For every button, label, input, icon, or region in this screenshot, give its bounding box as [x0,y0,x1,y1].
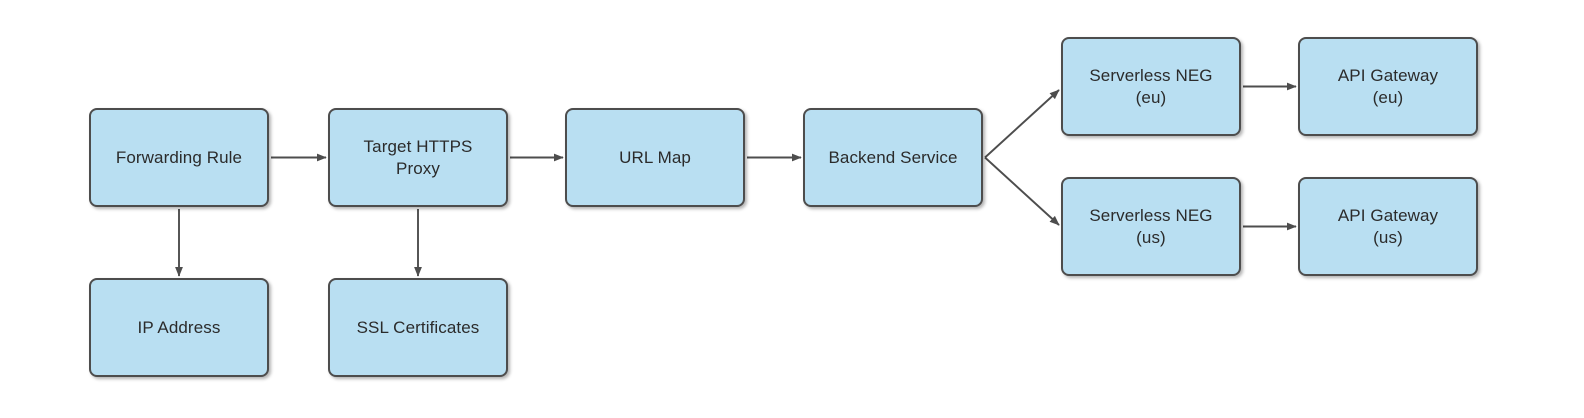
node-label-api-gateway-eu: API Gateway (eu) [1337,65,1439,107]
edge-backend-service-to-serverless-neg-us [984,156,1060,226]
node-target-https-proxy[interactable]: Target HTTPS Proxy [328,108,508,207]
node-label-forwarding-rule: Forwarding Rule [115,147,243,167]
node-label-ssl-certificates: SSL Certificates [356,317,480,337]
node-backend-service[interactable]: Backend Service [803,108,983,207]
edge-backend-service-to-serverless-neg-eu [984,89,1060,159]
node-label-api-gateway-us: API Gateway (us) [1337,205,1439,247]
node-label-serverless-neg-eu: Serverless NEG (eu) [1089,65,1213,107]
node-label-backend-service: Backend Service [828,147,958,167]
node-label-ip-address: IP Address [137,317,221,337]
node-serverless-neg-eu[interactable]: Serverless NEG (eu) [1061,37,1241,136]
node-forwarding-rule[interactable]: Forwarding Rule [89,108,269,207]
node-ip-address[interactable]: IP Address [89,278,269,377]
node-label-url-map: URL Map [619,147,691,167]
node-api-gateway-us[interactable]: API Gateway (us) [1298,177,1478,276]
node-url-map[interactable]: URL Map [565,108,745,207]
node-label-target-https-proxy: Target HTTPS Proxy [363,136,473,178]
node-serverless-neg-us[interactable]: Serverless NEG (us) [1061,177,1241,276]
node-ssl-certificates[interactable]: SSL Certificates [328,278,508,377]
node-label-serverless-neg-us: Serverless NEG (us) [1089,205,1213,247]
node-api-gateway-eu[interactable]: API Gateway (eu) [1298,37,1478,136]
